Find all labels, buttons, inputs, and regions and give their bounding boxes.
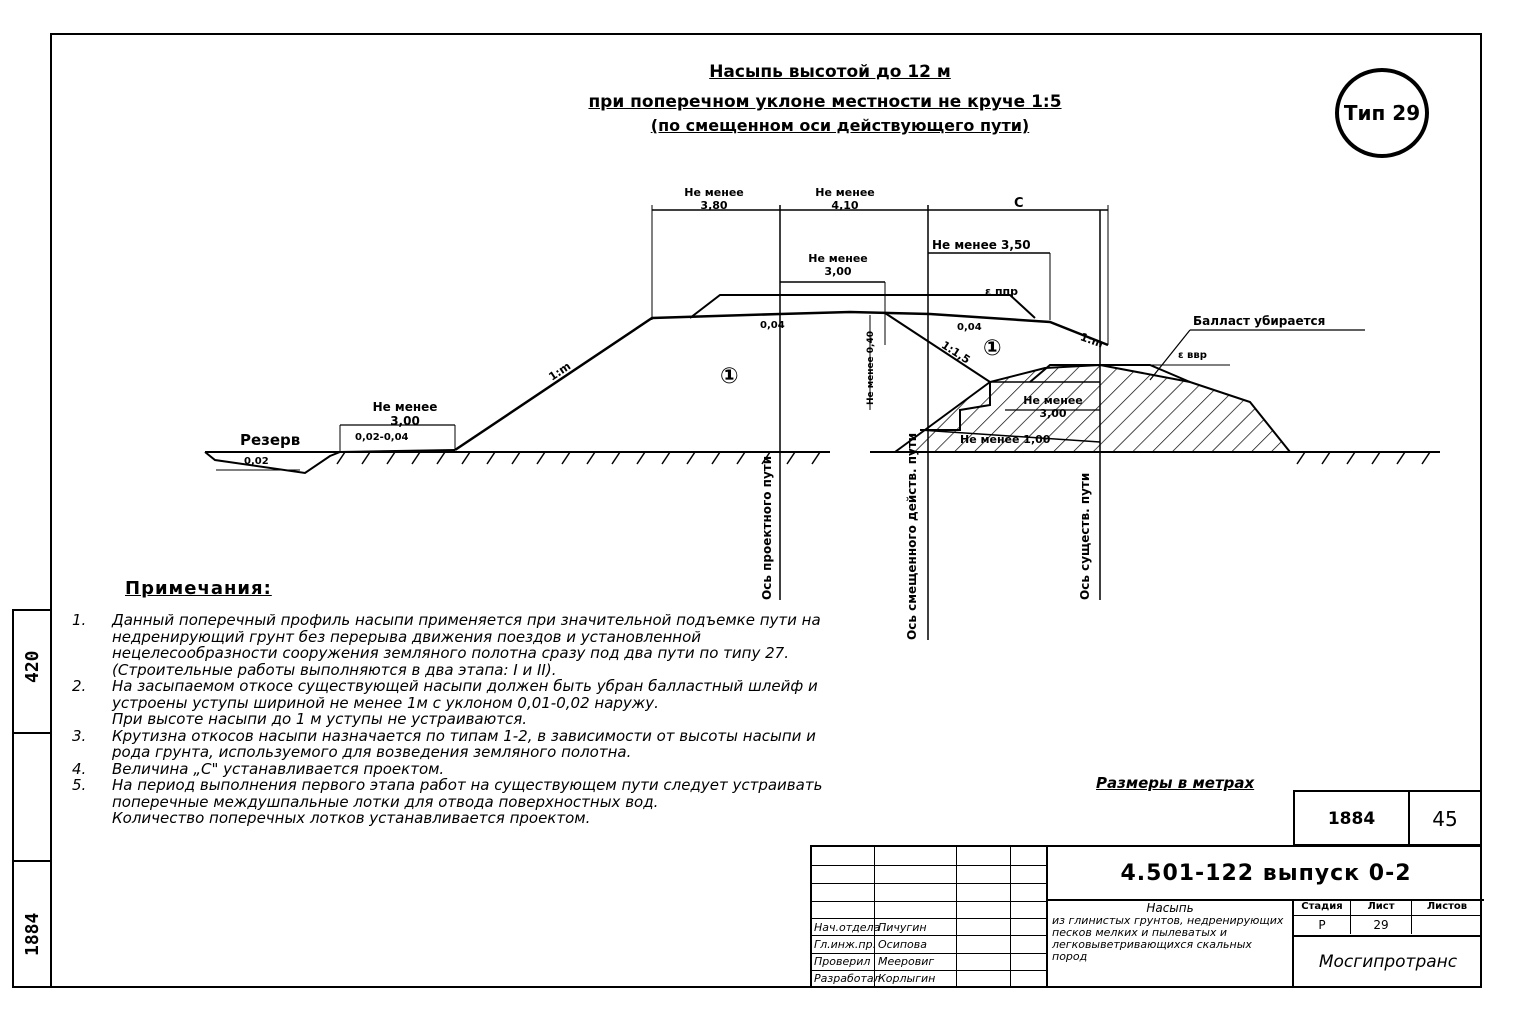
ballast-removed-label: Балласт убирается (1193, 314, 1326, 328)
grade-left: 0,04 (760, 320, 785, 331)
berm-slope: 0,02-0,04 (355, 432, 409, 443)
strip-cell-middle (14, 732, 50, 862)
role-4: Разработал (814, 972, 881, 985)
title-line-3: (по смещенном оси действующего пути) (650, 116, 1030, 135)
label-vpp: ε ввр (1178, 350, 1207, 361)
note-item: 5.На период выполнения первого этапа раб… (72, 776, 823, 827)
note-item: 1.Данный поперечный профиль насыпи приме… (72, 611, 821, 679)
title-block-grid: Нач.отдела Пичугин Гл.инж.пр. Осипова Пр… (812, 847, 1046, 988)
document-code: 4.501-122 выпуск 0-2 (1046, 847, 1484, 901)
axis-label-3: Ось существ. пути (1078, 472, 1092, 600)
strip-cell-top (14, 611, 50, 734)
left-margin-strip: 420 1884 (12, 609, 50, 988)
document-description: Насыпь из глинистых грунтов, недренирующ… (1046, 899, 1294, 988)
steps (920, 382, 991, 431)
axis-label-2: Ось смещенного действ. пути (905, 432, 919, 640)
sheet-number-box: 1884 45 (1293, 790, 1482, 846)
organization-name: Мосгипротранс (1318, 951, 1458, 972)
vertical-dim: Не менее 0,40 (866, 331, 876, 405)
notes-list: 1.Данный поперечный профиль насыпи приме… (72, 612, 832, 827)
berm-dim: Не менее 3,00 (372, 400, 438, 428)
title-block: Нач.отдела Пичугин Гл.инж.пр. Осипова Пр… (810, 845, 1484, 988)
name-1: Пичугин (878, 921, 927, 934)
label-ppr: ε ппр (985, 285, 1019, 298)
role-3: Проверил (814, 955, 871, 968)
zone-2-marker: ① (983, 336, 1002, 361)
sheet-code: 1884 (1295, 792, 1410, 846)
ground-hatching (336, 451, 1431, 465)
sizes-note: Размеры в метрах (1096, 774, 1255, 792)
name-4: Корлыгин (878, 972, 936, 985)
dim-label-1: Не менее 3,80 (684, 186, 744, 212)
reserve-ditch (204, 451, 341, 475)
step-width: Не менее 1,00 (960, 433, 1051, 446)
notes-heading: Примечания: (125, 578, 272, 599)
title-line-1: Насыпь высотой до 12 м (709, 62, 951, 82)
dim-label-c: С (1014, 196, 1024, 211)
dim-label-4: Не менее 3,50 (932, 238, 1031, 252)
role-2: Гл.инж.пр. (814, 938, 877, 951)
zone-1-marker: ① (720, 364, 739, 389)
step-dim: Не менее 3,00 (1023, 394, 1083, 420)
axis-label-1: Ось проектного пути (760, 455, 774, 600)
name-2: Осипова (878, 938, 928, 951)
dim-label-5: Не менее 3,00 (808, 252, 868, 278)
note-item: 4.Величина „С" устанавливается проектом. (72, 759, 445, 778)
type-badge-label: Тип 29 (1343, 101, 1421, 125)
name-3: Мееровиг (878, 955, 935, 968)
type-badge: Тип 29 (1335, 68, 1429, 158)
role-1: Нач.отдела (814, 921, 881, 934)
dim-label-2: Не менее 4,10 (815, 186, 875, 212)
berm (339, 449, 456, 453)
drawing-frame (50, 33, 1482, 988)
note-item: 2.На засыпаемом откосе существующей насы… (72, 677, 818, 728)
grade-right: 0,04 (957, 322, 982, 333)
title-line-2: при поперечном уклоне местности не круче… (588, 92, 1062, 112)
inner-slope (884, 312, 991, 383)
ballast-prism (689, 294, 1036, 319)
note-item: 3.Крутизна откосов насыпи назначается по… (72, 726, 816, 761)
reserve-slope: 0,02 (244, 456, 269, 467)
sheet-number: 45 (1432, 807, 1458, 831)
reserve-label: Резерв (240, 431, 301, 449)
stage-sheet-table: Стадия Лист Листов Р 29 (1294, 899, 1482, 937)
existing-embankment (891, 363, 1293, 453)
